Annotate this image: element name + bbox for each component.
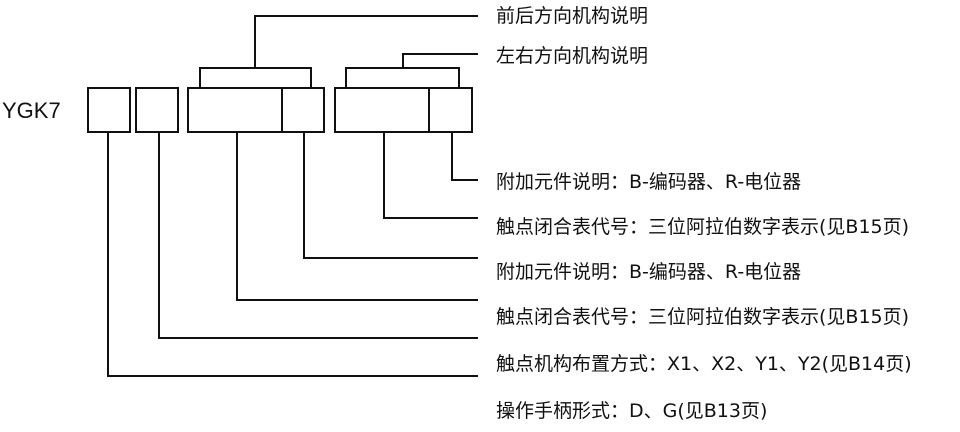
leader-front-back [254, 15, 478, 68]
model-prefix: YGK7 [2, 98, 61, 123]
code-box-contact-code-left [187, 87, 283, 133]
code-box-contact-layout [135, 87, 179, 133]
leader-contact-code-left [236, 132, 478, 301]
bracket-front-back [199, 67, 312, 88]
label-accessory-left: 附加元件说明：B-编码器、R-电位器 [496, 261, 801, 283]
label-contact-code-left: 触点闭合表代号：三位阿拉伯数字表示(见B15页) [496, 306, 909, 328]
code-box-contact-code-right [334, 87, 430, 133]
label-left-right-mechanism: 左右方向机构说明 [496, 45, 648, 67]
code-box-accessory-left [281, 87, 325, 133]
leader-left-right [402, 53, 478, 68]
label-handle-form: 操作手柄形式：D、G(见B13页) [496, 400, 767, 422]
leader-contact-code-right [383, 132, 478, 219]
code-box-accessory-right [428, 87, 473, 133]
bracket-left-right [345, 67, 460, 88]
label-front-back-mechanism: 前后方向机构说明 [496, 5, 648, 27]
label-accessory-right: 附加元件说明：B-编码器、R-电位器 [496, 171, 801, 193]
label-contact-code-right: 触点闭合表代号：三位阿拉伯数字表示(见B15页) [496, 216, 909, 238]
leader-accessory-left [303, 132, 478, 259]
label-contact-layout: 触点机构布置方式：X1、X2、Y1、Y2(见B14页) [496, 353, 912, 375]
leader-contact-layout [158, 132, 478, 339]
leader-handle-form [107, 132, 478, 377]
leader-accessory-right [451, 132, 478, 181]
code-box-handle-form [87, 87, 131, 133]
